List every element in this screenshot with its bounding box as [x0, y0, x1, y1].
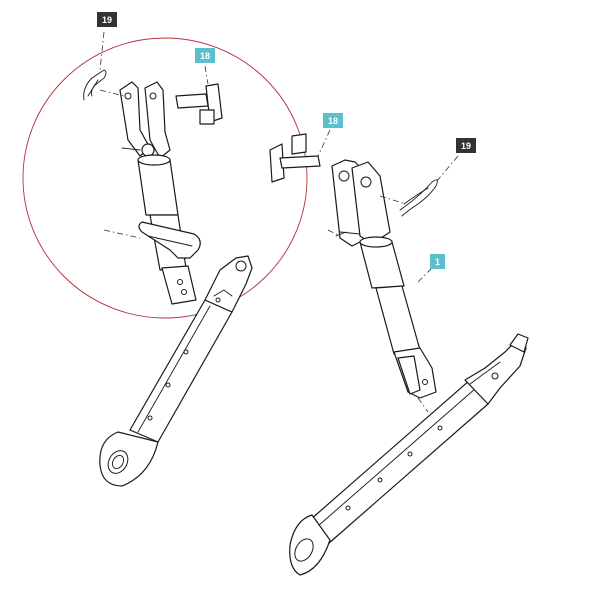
lift-rod-right — [327, 159, 437, 413]
callout-label: 19 — [461, 141, 471, 151]
callout-box — [430, 254, 445, 269]
linch-clip-icon — [379, 155, 459, 217]
callout-box — [456, 138, 476, 153]
lower-arm-left — [99, 255, 253, 487]
callout-box — [195, 48, 215, 63]
lift-rod-left — [103, 81, 201, 305]
callout-box — [97, 12, 117, 27]
detail-circle — [22, 37, 308, 319]
clevis-pin-icon — [269, 129, 331, 183]
callout-19-top-left: 19 — [97, 12, 117, 27]
callout-label: 18 — [200, 51, 210, 61]
callout-label: 1 — [435, 257, 440, 267]
callout-19-right: 19 — [456, 138, 476, 153]
linch-clip-icon — [83, 31, 125, 101]
callout-label: 18 — [328, 116, 338, 126]
callout-box — [323, 113, 343, 128]
callout-18-left: 18 — [195, 48, 215, 63]
clevis-pin-icon — [175, 65, 223, 125]
callout-18-right: 18 — [323, 113, 343, 128]
callout-label: 19 — [102, 15, 112, 25]
lower-arm-right — [289, 333, 529, 576]
callout-1: 1 — [430, 254, 445, 269]
